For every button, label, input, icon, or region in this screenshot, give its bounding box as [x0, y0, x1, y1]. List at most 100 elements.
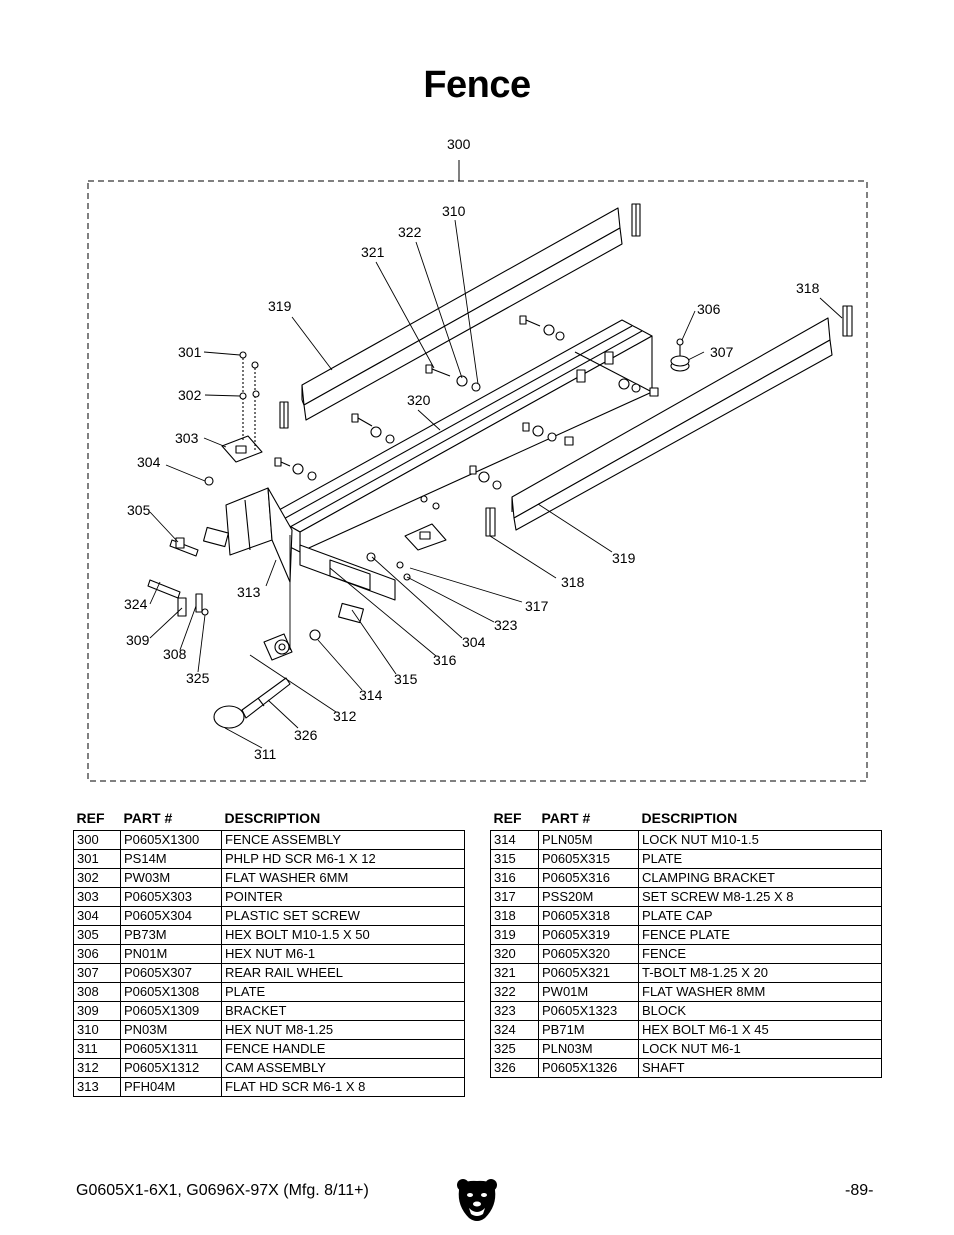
footer-model-numbers: G0605X1-6X1, G0696X-97X (Mfg. 8/11+) — [76, 1182, 369, 1199]
cell-ref: 309 — [73, 1001, 121, 1021]
callout-318-upper: 318 — [796, 280, 820, 296]
cell-ref: 321 — [490, 963, 539, 983]
callout-320: 320 — [407, 392, 431, 408]
callout-307: 307 — [710, 344, 734, 360]
cell-part-number: P0605X316 — [538, 868, 639, 888]
t-bolt-set-5 — [469, 465, 502, 490]
cell-description: BRACKET — [221, 1001, 465, 1021]
cell-part-number: PLN03M — [538, 1039, 639, 1059]
header-part: PART # — [541, 810, 591, 826]
cell-description: BLOCK — [638, 1001, 882, 1021]
cell-ref: 320 — [490, 944, 539, 964]
callout-318-lower: 318 — [561, 574, 585, 590]
callout-313: 313 — [237, 584, 261, 600]
callout-304-front: 304 — [137, 454, 161, 470]
cell-part-number: P0605X321 — [538, 963, 639, 983]
plate-cap-lower-right — [842, 305, 853, 337]
plate-front — [203, 526, 229, 548]
screw-301-c — [420, 495, 428, 503]
cell-ref: 323 — [490, 1001, 539, 1021]
cell-ref: 322 — [490, 982, 539, 1002]
t-bolt-set-3 — [351, 413, 395, 444]
header-description: DESCRIPTION — [224, 810, 321, 826]
cell-ref: 326 — [490, 1058, 539, 1078]
cell-ref: 310 — [73, 1020, 121, 1040]
callout-302: 302 — [178, 387, 202, 403]
screw-301-b — [251, 361, 259, 369]
cell-part-number: P0605X1326 — [538, 1058, 639, 1078]
cell-ref: 312 — [73, 1058, 121, 1078]
plate-cap-lower-left — [485, 507, 496, 537]
screw-301-a — [239, 351, 247, 359]
cell-description: CLAMPING BRACKET — [638, 868, 882, 888]
cell-description: FENCE ASSEMBLY — [221, 830, 465, 850]
cell-ref: 316 — [490, 868, 539, 888]
cell-ref: 300 — [73, 830, 121, 850]
page-number: -89- — [845, 1182, 874, 1199]
cell-description: LOCK NUT M6-1 — [638, 1039, 882, 1059]
hex-bolt-305 — [169, 537, 199, 557]
callout-306: 306 — [697, 301, 721, 317]
callout-300: 300 — [447, 136, 471, 152]
fence-plate-lower — [511, 317, 833, 531]
page-title: Fence — [423, 64, 531, 106]
t-bolt-set-4 — [274, 457, 317, 481]
cell-part-number: P0605X315 — [538, 849, 639, 869]
callout-304-rear: 304 — [462, 634, 486, 650]
set-screw-317 — [396, 561, 404, 569]
cell-ref: 313 — [73, 1077, 121, 1097]
callout-319-lower: 319 — [612, 550, 636, 566]
pointer-rear — [404, 523, 447, 551]
fence-plate-upper — [301, 207, 623, 421]
cell-part-number: P0605X1308 — [120, 982, 222, 1002]
header-ref: REF — [76, 810, 105, 826]
callout-317: 317 — [525, 598, 549, 614]
cell-description: FENCE HANDLE — [221, 1039, 465, 1059]
cell-part-number: P0605X304 — [120, 906, 222, 926]
cell-ref: 302 — [73, 868, 121, 888]
cell-ref: 301 — [73, 849, 121, 869]
cell-description: PLATE CAP — [638, 906, 882, 926]
washer-302-a — [239, 392, 247, 400]
cell-part-number: P0605X1300 — [120, 830, 222, 850]
hex-nut-306 — [676, 338, 684, 346]
cell-description: REAR RAIL WHEEL — [221, 963, 465, 983]
cell-part-number: P0605X1311 — [120, 1039, 222, 1059]
cam-assembly — [263, 633, 293, 661]
cell-ref: 318 — [490, 906, 539, 926]
cell-part-number: P0605X1309 — [120, 1001, 222, 1021]
cell-ref: 306 — [73, 944, 121, 964]
cell-description: HEX NUT M6-1 — [221, 944, 465, 964]
callout-321: 321 — [361, 244, 385, 260]
cell-ref: 319 — [490, 925, 539, 945]
cell-part-number: PLN05M — [538, 830, 639, 850]
callout-301: 301 — [178, 344, 202, 360]
cell-part-number: PN03M — [120, 1020, 222, 1040]
cell-part-number: PW03M — [120, 868, 222, 888]
cell-ref: 325 — [490, 1039, 539, 1059]
t-bolt-set-7 — [618, 378, 659, 397]
fence-handle — [213, 677, 291, 729]
cell-description: POINTER — [221, 887, 465, 907]
cell-part-number: P0605X319 — [538, 925, 639, 945]
callout-315: 315 — [394, 671, 418, 687]
header-part: PART # — [123, 810, 173, 826]
cell-description: SET SCREW M8-1.25 X 8 — [638, 887, 882, 907]
